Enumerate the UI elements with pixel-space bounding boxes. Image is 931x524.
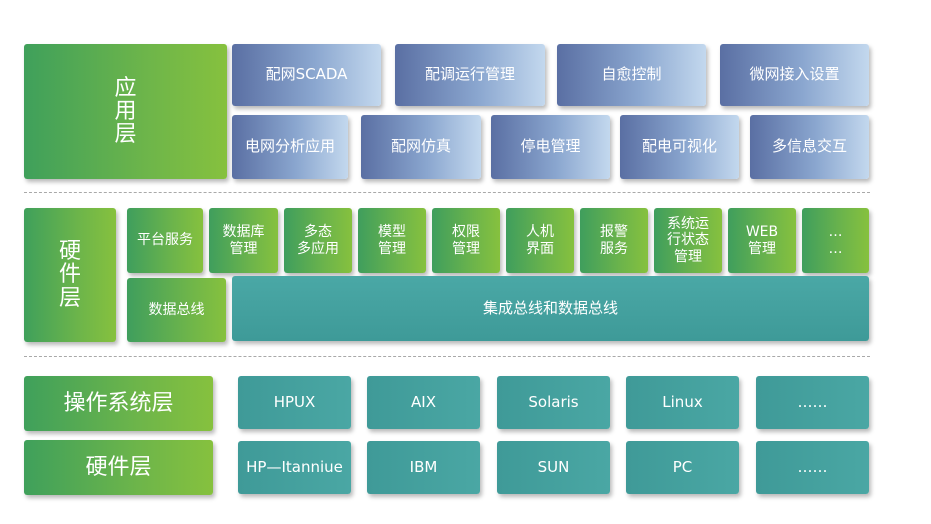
app-module-simulation: 配网仿真 bbox=[361, 115, 481, 179]
os-hpux: HPUX bbox=[238, 376, 351, 429]
os-solaris: Solaris bbox=[497, 376, 610, 429]
service-permission: 权限 管理 bbox=[432, 208, 500, 273]
platform-layer-label: 硬 件 层 bbox=[24, 208, 116, 342]
service-more: … … bbox=[802, 208, 869, 273]
service-platform: 平台服务 bbox=[127, 208, 203, 273]
service-alarm: 报警 服务 bbox=[580, 208, 648, 273]
divider-bottom bbox=[24, 356, 870, 357]
divider-top bbox=[24, 192, 870, 193]
service-hmi: 人机 界面 bbox=[506, 208, 574, 273]
service-system-status: 系统运 行状态 管理 bbox=[654, 208, 722, 273]
app-module-info-exchange: 多信息交互 bbox=[750, 115, 869, 179]
os-linux: Linux bbox=[626, 376, 739, 429]
service-multi-app: 多态 多应用 bbox=[284, 208, 352, 273]
app-module-microgrid: 微网接入设置 bbox=[720, 44, 869, 106]
service-model: 模型 管理 bbox=[358, 208, 426, 273]
app-module-outage: 停电管理 bbox=[491, 115, 610, 179]
app-module-visualization: 配电可视化 bbox=[620, 115, 739, 179]
service-web: WEB 管理 bbox=[728, 208, 796, 273]
os-aix: AIX bbox=[367, 376, 480, 429]
hw-hp-itanium: HP—Itanniue bbox=[238, 441, 351, 494]
hardware-layer-label: 硬件层 bbox=[24, 440, 213, 495]
app-module-scada: 配网SCADA bbox=[232, 44, 381, 106]
hw-more: …… bbox=[756, 441, 869, 494]
service-database: 数据库 管理 bbox=[209, 208, 278, 273]
hw-pc: PC bbox=[626, 441, 739, 494]
app-layer-label: 应 用 层 bbox=[24, 44, 227, 179]
hw-sun: SUN bbox=[497, 441, 610, 494]
integrated-bus: 集成总线和数据总线 bbox=[232, 276, 869, 341]
app-module-self-healing: 自愈控制 bbox=[557, 44, 706, 106]
hw-ibm: IBM bbox=[367, 441, 480, 494]
os-layer-label: 操作系统层 bbox=[24, 376, 213, 431]
app-module-grid-analysis: 电网分析应用 bbox=[232, 115, 348, 179]
app-module-dispatch: 配调运行管理 bbox=[395, 44, 545, 106]
os-more: …… bbox=[756, 376, 869, 429]
data-bus: 数据总线 bbox=[127, 278, 226, 342]
